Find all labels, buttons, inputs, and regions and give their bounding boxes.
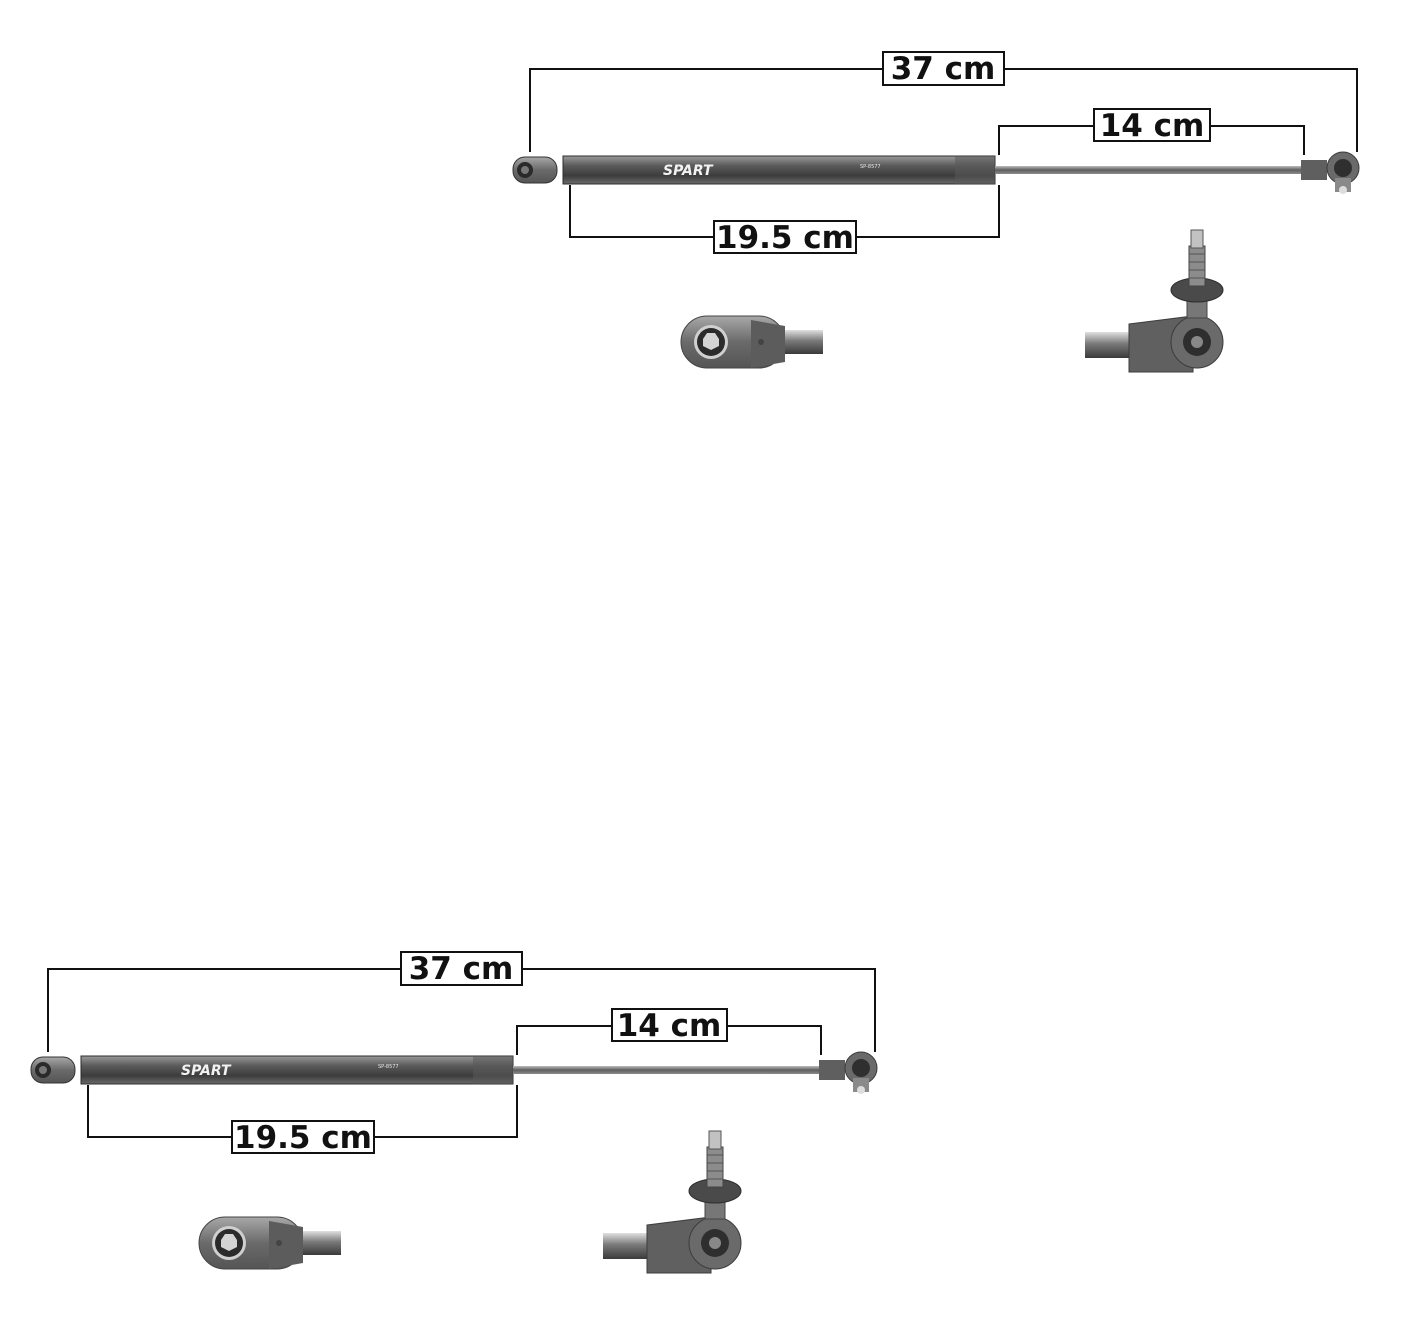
ball-socket-closeup-bottom — [602, 1130, 742, 1274]
eyelet-end-closeup-bottom — [198, 1216, 342, 1270]
rod-label-box-bottom — [611, 1008, 728, 1042]
body-dimension-line-top — [569, 185, 1000, 238]
gas-strut-image-top: SPART SP-8577 — [512, 151, 1360, 195]
part-number-top: SP-8577 — [860, 164, 881, 170]
ball-socket-closeup-top — [1084, 229, 1224, 373]
rod-dimension-label-top: 14 cm — [1100, 108, 1205, 144]
body-label-box-bottom — [231, 1120, 375, 1154]
strut-bottom: 37 cm 14 cm 19.5 cm SPART SP-8577 — [30, 951, 878, 1274]
overall-dimension-label-bottom: 37 cm — [409, 951, 514, 987]
rod-dimension-label-bottom: 14 cm — [617, 1008, 722, 1044]
strut-top: 37 cm 14 cm 19.5 cm SPART SP-8577 — [512, 51, 1360, 373]
rod-label-box-top — [1093, 108, 1211, 142]
part-number-bottom: SP-8577 — [378, 1064, 399, 1070]
body-dimension-line-bottom — [87, 1085, 518, 1138]
eyelet-end-closeup-top — [680, 315, 824, 369]
overall-dimension-label-top: 37 cm — [891, 51, 996, 87]
brand-logo-bottom: SPART — [181, 1063, 232, 1079]
overall-label-box-top — [882, 51, 1005, 86]
body-dimension-label-top: 19.5 cm — [716, 220, 854, 256]
overall-dimension-line-bottom — [47, 968, 876, 1052]
rod-dimension-line-bottom — [516, 1025, 822, 1055]
brand-logo-top: SPART — [663, 163, 714, 179]
body-dimension-label-bottom: 19.5 cm — [234, 1120, 372, 1156]
rod-dimension-line-top — [998, 125, 1305, 155]
overall-label-box-bottom — [400, 951, 523, 986]
body-label-box-top — [713, 220, 857, 254]
gas-strut-image-bottom: SPART SP-8577 — [30, 1051, 878, 1095]
overall-dimension-line-top — [529, 68, 1358, 152]
